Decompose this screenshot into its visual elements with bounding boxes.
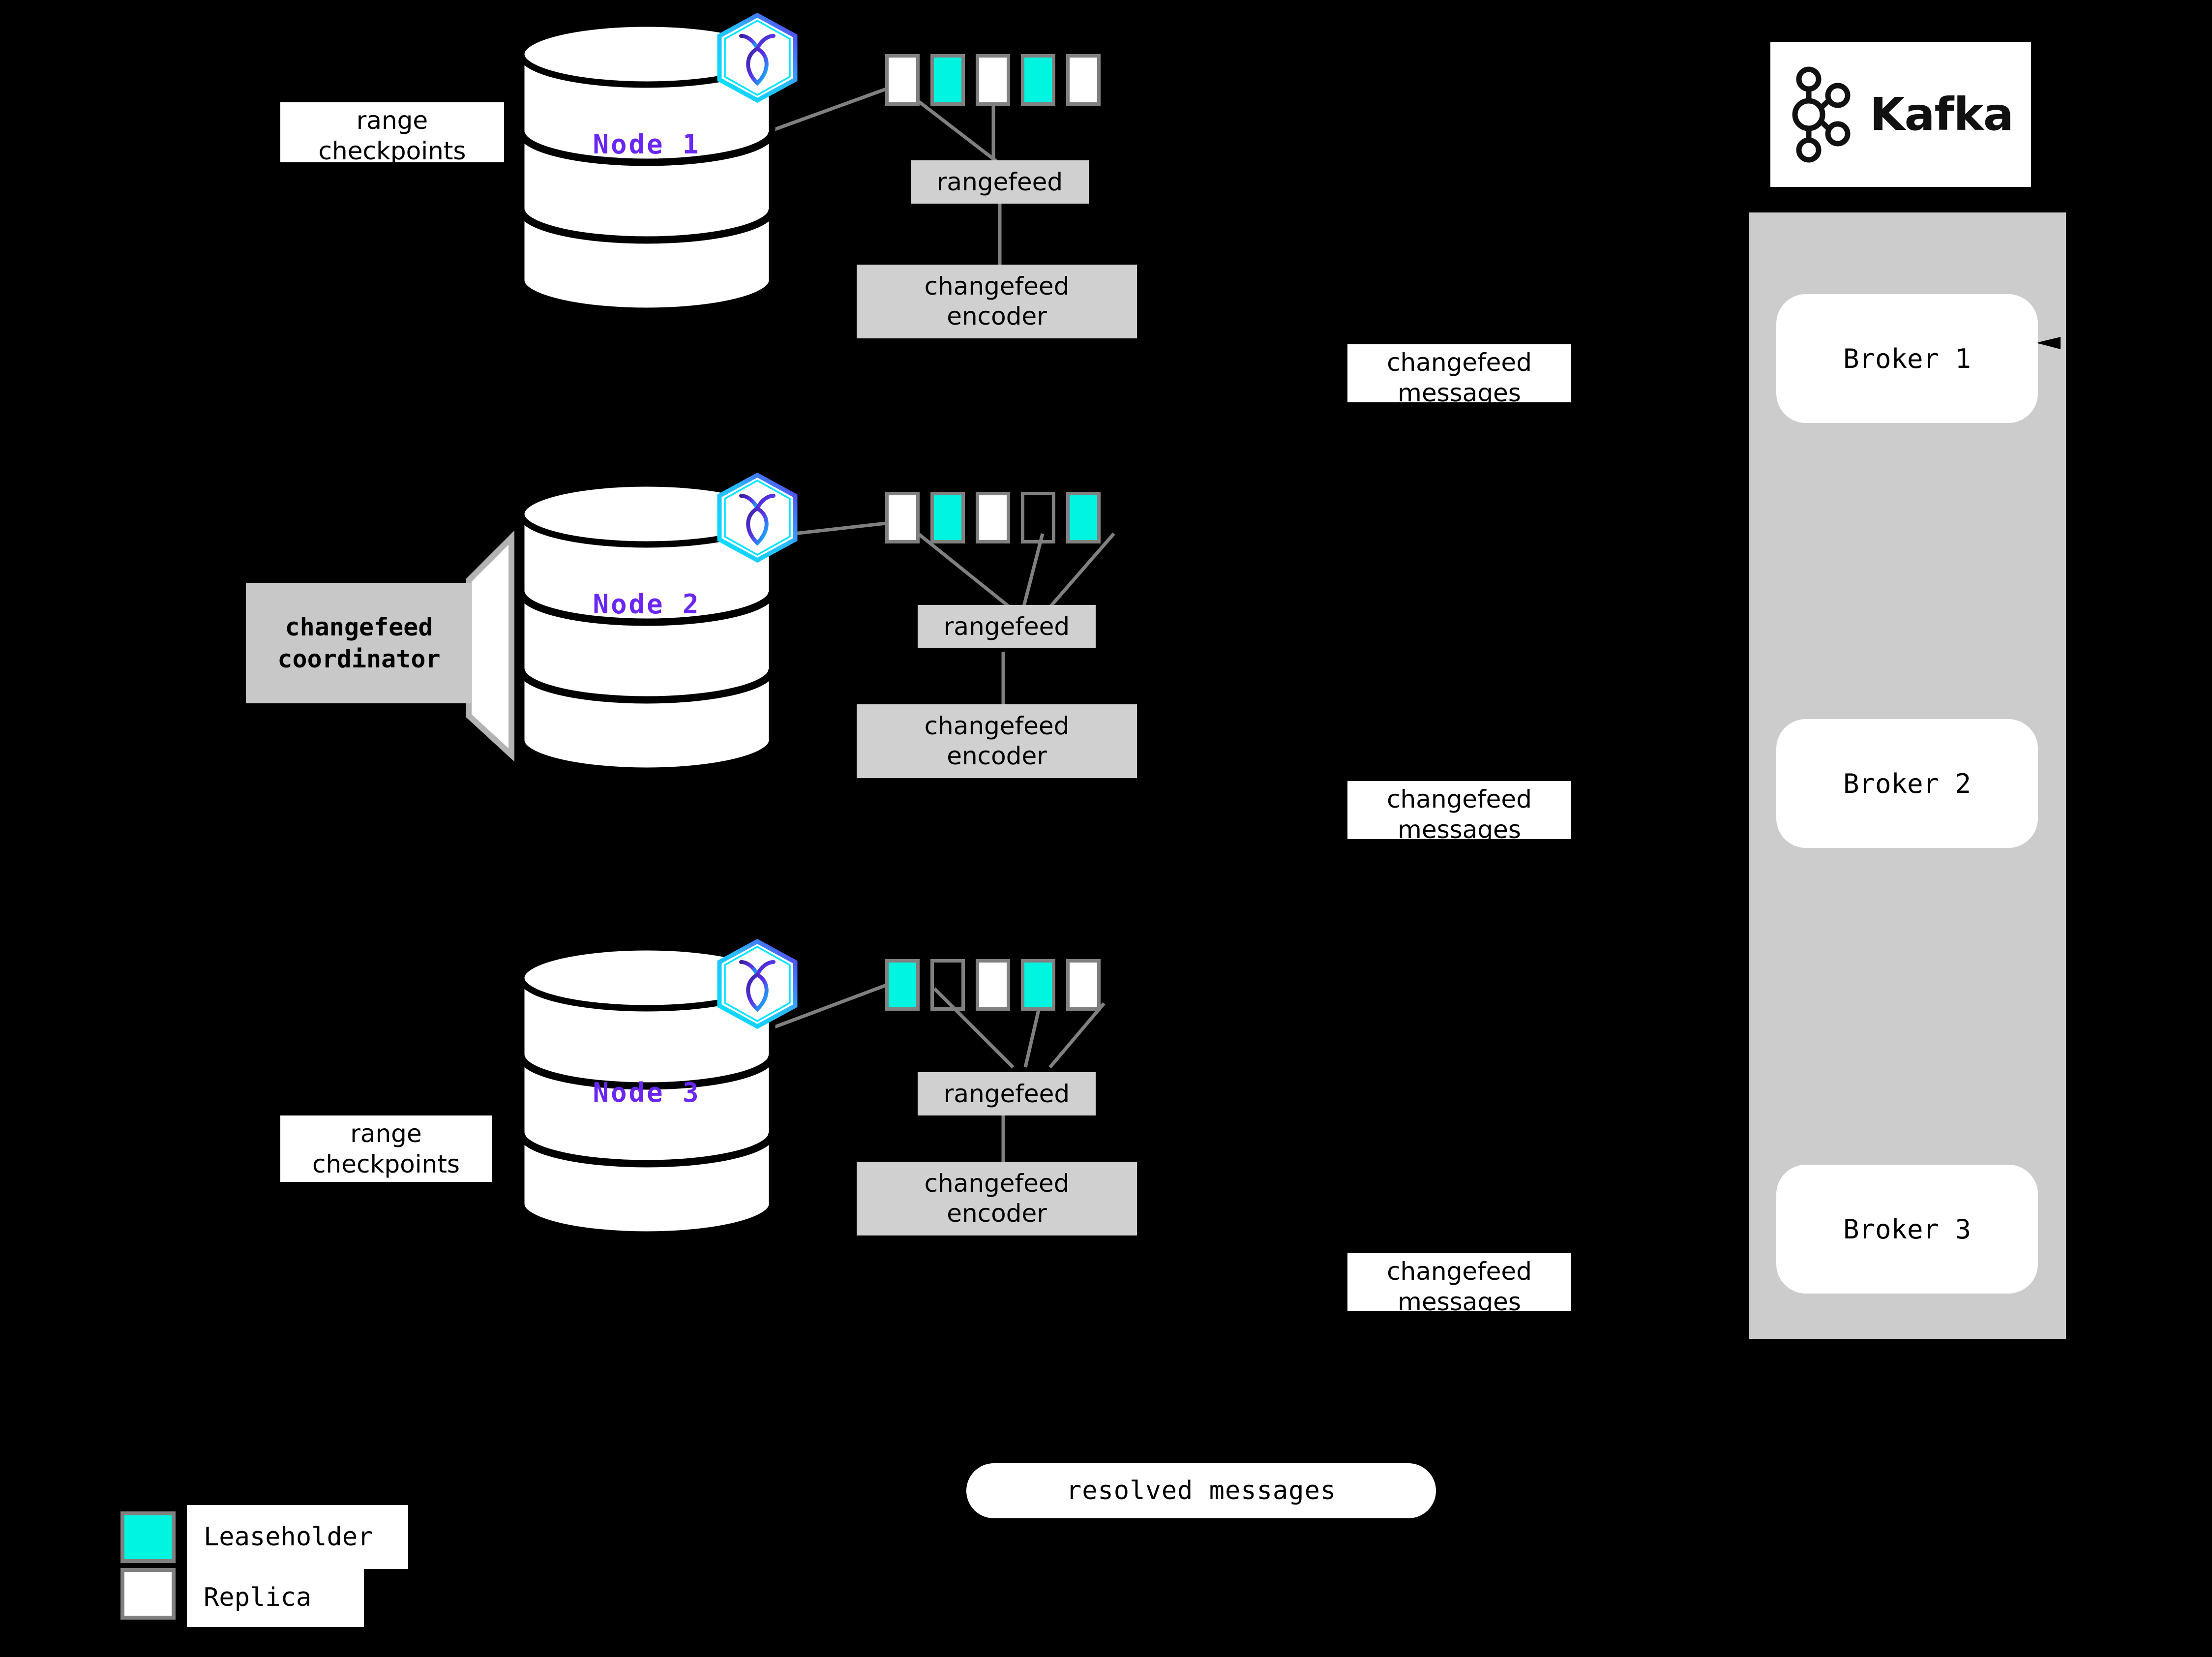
legend-label-replica: Replica	[187, 1568, 364, 1627]
range-box	[885, 54, 920, 106]
changefeed-messages-text-2: changefeed messages	[1387, 785, 1532, 839]
rangefeed-box-3: rangefeed	[918, 1072, 1096, 1115]
legend-label-leaseholder: Leaseholder	[187, 1505, 408, 1569]
encoder-line-1: changefeed	[924, 1169, 1070, 1198]
changefeed-messages-label-2: changefeed messages	[1347, 781, 1571, 839]
node-2-range-row	[885, 492, 1101, 543]
range-box	[1021, 959, 1055, 1011]
range-box	[1066, 959, 1101, 1011]
changefeed-messages-text-1: changefeed messages	[1387, 348, 1532, 402]
node-cylinder	[517, 480, 776, 774]
range-box	[1021, 492, 1055, 543]
node-label: Node 1	[593, 129, 701, 160]
node-label: Node 3	[593, 1077, 701, 1108]
range-box	[976, 959, 1010, 1011]
coordinator-line-1: changefeed	[285, 612, 433, 641]
coordinator-line-2: coordinator	[277, 644, 441, 673]
encoder-line-2: encoder	[947, 742, 1047, 770]
legend-swatch-replica	[120, 1568, 176, 1620]
broker-1: Broker 1	[1776, 294, 2038, 423]
resolved-messages-pill: resolved messages	[966, 1463, 1436, 1518]
range-box	[976, 492, 1010, 543]
node-3: Node 3	[516, 943, 777, 1238]
range-box	[1021, 54, 1055, 106]
cockroachdb-hex-logo	[716, 938, 799, 1029]
range-checkpoints-text-1: range checkpoints	[318, 106, 466, 162]
range-box	[976, 54, 1010, 106]
range-checkpoints-label-3: range checkpoints	[280, 1115, 492, 1182]
range-box	[1066, 492, 1101, 543]
encoder-line-1: changefeed	[924, 712, 1070, 740]
kafka-node-graph-logo	[1792, 66, 1851, 162]
range-checkpoints-label-1: range checkpoints	[280, 102, 504, 162]
changefeed-encoder-box-2: changefeed encoder	[857, 704, 1137, 778]
legend-swatch-leaseholder	[120, 1511, 176, 1563]
range-box	[1066, 54, 1101, 106]
kafka-logo-card: Kafka	[1770, 42, 2031, 187]
encoder-line-2: encoder	[947, 1199, 1047, 1228]
rangefeed-box-1: rangefeed	[911, 160, 1089, 204]
node-2: Node 2	[516, 480, 777, 775]
range-box	[930, 959, 965, 1011]
broker-3: Broker 3	[1776, 1165, 2038, 1294]
broker-2: Broker 2	[1776, 719, 2038, 848]
range-box	[930, 54, 965, 106]
node-cylinder	[517, 20, 776, 314]
cockroachdb-hex-logo	[716, 472, 799, 563]
node-cylinder	[517, 944, 776, 1238]
changefeed-messages-text-3: changefeed messages	[1387, 1257, 1532, 1311]
encoder-line-2: encoder	[947, 302, 1047, 331]
range-box	[885, 492, 920, 543]
node-1: Node 1	[516, 20, 777, 315]
changefeed-messages-label-1: changefeed messages	[1347, 344, 1571, 402]
cockroachdb-hex-logo	[716, 12, 799, 103]
changefeed-messages-label-3: changefeed messages	[1347, 1253, 1571, 1311]
range-box	[885, 959, 920, 1011]
incoming-arrow-head	[2036, 337, 2061, 349]
node-3-range-row	[885, 959, 1101, 1011]
kafka-wordmark: Kafka	[1870, 88, 2014, 141]
rangefeed-box-2: rangefeed	[918, 605, 1096, 648]
changefeed-encoder-box-3: changefeed encoder	[857, 1162, 1137, 1235]
node-1-range-row	[885, 54, 1101, 106]
range-box	[930, 492, 965, 543]
node-label: Node 2	[593, 589, 701, 620]
range-checkpoints-text-3: range checkpoints	[312, 1119, 460, 1178]
encoder-line-1: changefeed	[924, 272, 1070, 301]
changefeed-coordinator-box: changefeed coordinator	[246, 583, 472, 703]
changefeed-encoder-box-1: changefeed encoder	[857, 265, 1137, 338]
